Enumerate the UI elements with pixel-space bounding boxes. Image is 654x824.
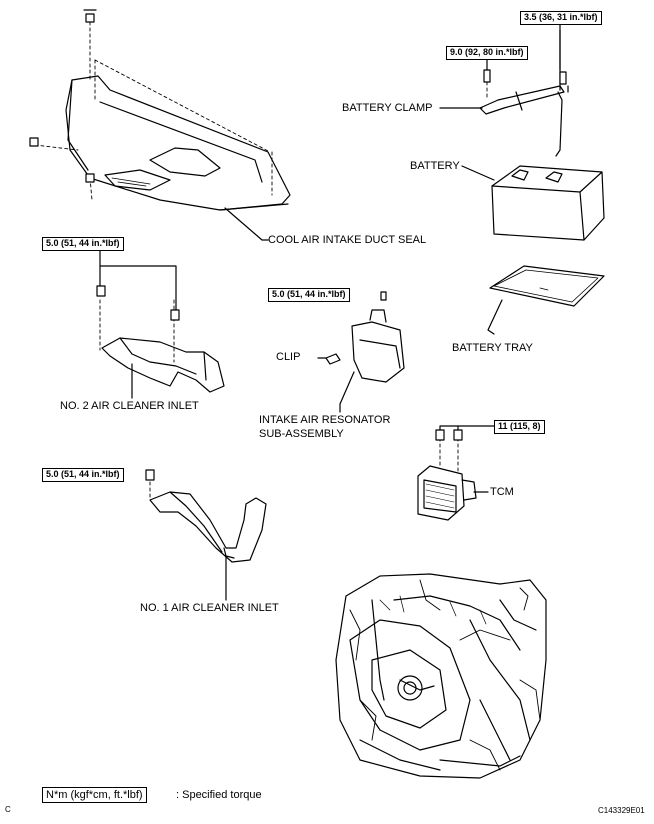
torque-resonator: 5.0 (51, 44 in.*lbf) [268,288,350,302]
torque-no2-inlet: 5.0 (51, 44 in.*lbf) [42,237,124,251]
no1-air-cleaner-inlet-label: NO. 1 AIR CLEANER INLET [140,602,279,614]
clip-label: CLIP [276,351,301,363]
footer-left-mark: C [5,805,11,814]
legend-text: : Specified torque [176,789,262,801]
no1-air-cleaner-inlet-part [145,469,267,601]
legend-unit-box: N*m (kgf*cm, ft.*lbf) [42,787,147,803]
torque-battery-clamp-bolt: 9.0 (92, 80 in.*lbf) [446,46,528,60]
battery-clamp-part [439,23,569,157]
battery-label: BATTERY [410,160,460,172]
cool-air-intake-duct-seal-label: COOL AIR INTAKE DUCT SEAL [268,234,427,246]
intake-air-resonator-label-line2: SUB-ASSEMBLY [259,428,344,440]
torque-battery-clamp-nut: 3.5 (36, 31 in.*lbf) [520,11,602,25]
no2-air-cleaner-inlet-part [96,249,225,399]
transaxle-assembly [335,573,547,779]
battery-clamp-label: BATTERY CLAMP [342,102,433,114]
cool-air-intake-duct-seal-part [29,9,291,241]
tcm-part [417,425,496,521]
battery-part [461,165,605,241]
no2-air-cleaner-inlet-label: NO. 2 AIR CLEANER INLET [60,400,199,412]
intake-air-resonator-label-line1: INTAKE AIR RESONATOR [259,414,391,426]
battery-tray-label: BATTERY TRAY [452,342,533,354]
figure-id: C143329E01 [598,806,645,815]
tcm-label: TCM [490,486,514,498]
battery-tray-part [487,265,605,335]
torque-tcm: 11 (115, 8) [494,420,545,434]
torque-no1-inlet: 5.0 (51, 44 in.*lbf) [42,468,124,482]
intake-air-resonator-part [317,291,405,413]
